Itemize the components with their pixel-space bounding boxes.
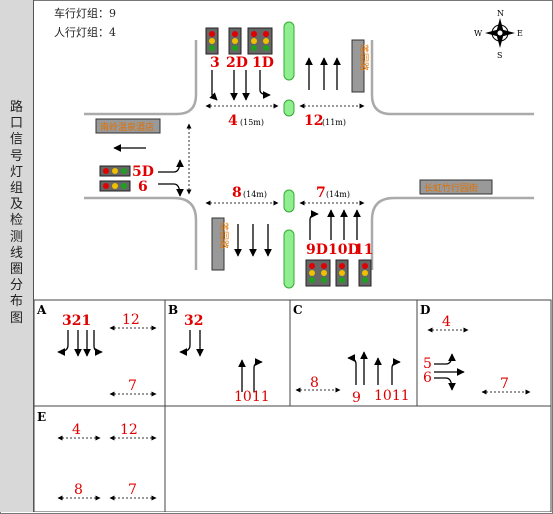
compass-e: E: [517, 29, 523, 38]
north-road-sign: [351, 39, 365, 93]
signal-label-6: 6: [138, 179, 148, 195]
phase-d-group-4: 7: [500, 376, 509, 392]
phase-d-arrows: [434, 353, 465, 391]
south-signal-heads: [305, 259, 372, 287]
signal-label-2d: 2D: [226, 55, 248, 71]
phase-a-group-3: 7: [128, 378, 137, 394]
phase-d-group-1: 4: [442, 314, 451, 330]
compass-w: W: [474, 29, 483, 38]
phase-c-group-3: 1011: [374, 388, 410, 404]
crosswalk-len-4: (15m): [240, 118, 264, 127]
median-islands: [283, 21, 295, 289]
signal-label-10d: 10D: [328, 242, 360, 258]
phase-b-title: B: [168, 303, 178, 317]
vehicle-signal-count: 车行灯组：9: [54, 6, 116, 20]
phase-a-group-2: 12: [122, 312, 140, 328]
signal-label-5d: 5D: [132, 164, 154, 180]
south-road-sign-text: 莲园路: [218, 222, 230, 249]
phase-a-arrows: [57, 330, 103, 357]
phase-e-group-3: 8: [74, 482, 83, 498]
phase-grid: [34, 299, 552, 512]
west-road-sign: [95, 118, 161, 134]
intersection-diagram: 车行灯组：9 人行灯组：4 N S E W: [34, 6, 552, 512]
crosswalk-len-12: (11m): [322, 118, 346, 127]
pedestrian-signal-count: 人行灯组：4: [54, 25, 116, 39]
crosswalk-label-12: 12: [304, 113, 323, 129]
crosswalk-label-8: 8: [232, 185, 242, 201]
north-lane-arrows: [209, 57, 341, 101]
compass-s: S: [497, 51, 502, 60]
signal-label-3: 3: [210, 55, 220, 71]
west-signal-heads: [99, 165, 131, 192]
phase-c-group-2: 9: [352, 390, 361, 406]
north-road-sign-text: 莲园路: [358, 44, 370, 71]
south-lane-arrows: [309, 209, 361, 240]
phase-e-group-1: 4: [72, 422, 81, 438]
crosswalk-label-4: 4: [228, 113, 238, 129]
phase-a-title: A: [36, 303, 47, 317]
signal-label-11: 11: [354, 242, 373, 258]
phase-b-arrows: [179, 330, 263, 392]
phase-c-group-1: 8: [310, 375, 319, 391]
phase-c-title: C: [293, 303, 303, 317]
compass-n: N: [497, 9, 504, 18]
north-signal-heads: [205, 27, 273, 55]
signal-label-9d: 9D: [306, 242, 328, 258]
phase-a-group-1: 321: [62, 313, 91, 329]
phase-e-group-4: 7: [128, 482, 137, 498]
west-lane-arrows: [158, 159, 184, 197]
crosswalk-len-7: (14m): [326, 190, 350, 199]
compass-icon: [485, 18, 515, 48]
phase-c-arrows: [347, 351, 401, 385]
signal-label-1d: 1D: [252, 55, 274, 71]
phase-b-group-2: 1011: [234, 389, 270, 405]
crosswalk-len-8: (14m): [243, 190, 267, 199]
east-road-sign: [419, 179, 493, 195]
crosswalk-label-7: 7: [316, 185, 326, 201]
phase-e-group-2: 12: [120, 422, 138, 438]
south-exit-arrows: [234, 224, 272, 257]
phase-e-title: E: [37, 410, 46, 424]
phase-d-group-3: 6: [423, 370, 432, 386]
east-road-sign-text: 长虹竹行园街: [424, 182, 478, 194]
road-edges: [84, 40, 534, 270]
phase-b-group-1: 32: [184, 313, 203, 329]
phase-d-group-2: 5: [423, 356, 432, 372]
sidebar: 路口信号灯组及检测线圈分布图: [0, 0, 34, 512]
west-road-sign-text: 南岭温泉酒店: [100, 121, 154, 133]
phase-d-title: D: [420, 303, 430, 317]
south-road-sign: [211, 217, 225, 271]
sidebar-label: 路口信号灯组及检测线圈分布图: [10, 100, 24, 326]
